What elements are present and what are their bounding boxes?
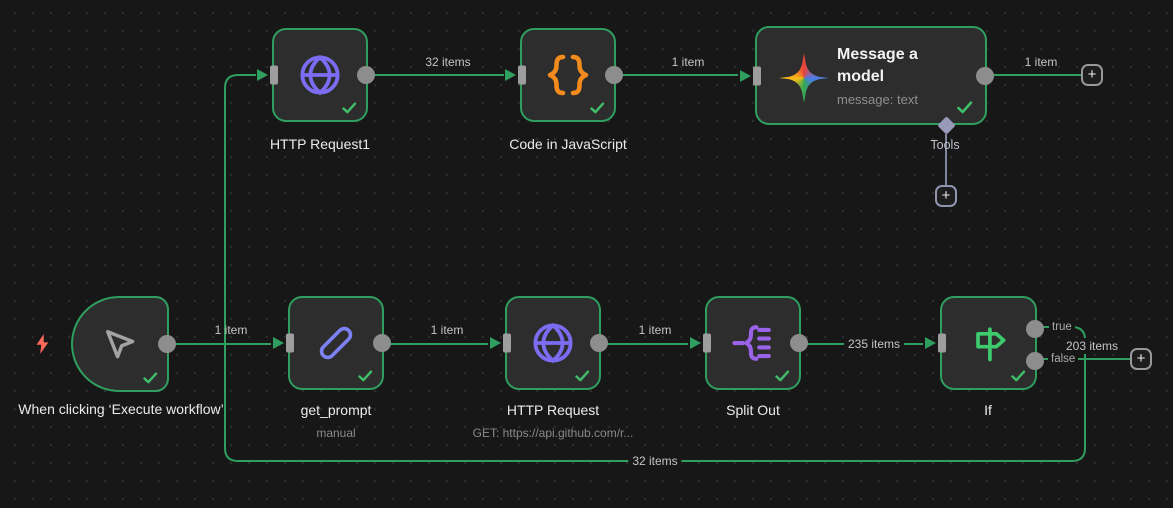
check-icon (143, 372, 158, 384)
edge-label: 32 items (425, 55, 471, 69)
node-if[interactable] (925, 296, 1044, 390)
input-port[interactable] (503, 333, 511, 353)
node-get-prompt[interactable] (273, 296, 391, 390)
add-node-button-false[interactable]: + (1130, 348, 1152, 370)
node-title-if: If (984, 402, 992, 418)
input-port[interactable] (938, 333, 946, 353)
node-message-model[interactable]: Message a model message: text (740, 26, 994, 135)
output-port[interactable] (790, 334, 808, 352)
connection-arrow-icon (690, 337, 701, 349)
connection-arrow-icon (257, 69, 268, 81)
add-node-button-top[interactable]: + (1081, 64, 1103, 86)
edge-label: 1 item (214, 323, 248, 337)
output-port-true[interactable] (1026, 320, 1044, 338)
edge-label: 1 item (671, 55, 705, 69)
output-port[interactable] (590, 334, 608, 352)
check-icon (590, 102, 605, 114)
connection-arrow-icon (740, 69, 751, 82)
node-http-request[interactable] (490, 296, 608, 390)
input-port[interactable] (518, 65, 526, 85)
ai-model-star-icon (779, 53, 829, 103)
output-port-false[interactable] (1026, 352, 1044, 370)
split-out-icon (732, 325, 771, 361)
node-http-request1[interactable] (257, 28, 375, 122)
node-subtitle-get-prompt: manual (316, 426, 356, 440)
connection-arrow-icon (925, 337, 936, 349)
globe-icon (533, 322, 573, 364)
add-tool-button[interactable]: + (935, 185, 957, 207)
output-port[interactable] (158, 335, 176, 353)
node-title-message-model: Message a model (837, 46, 918, 85)
input-port[interactable] (286, 333, 294, 353)
node-title-code: Code in JavaScript (509, 136, 627, 152)
edge-label: 235 items (843, 336, 905, 352)
code-braces-icon (547, 54, 589, 96)
check-icon (957, 101, 973, 114)
input-port[interactable] (270, 65, 278, 85)
input-port[interactable] (753, 66, 761, 85)
output-port[interactable] (976, 66, 994, 85)
mouse-pointer-icon (106, 330, 135, 359)
pencil-icon (319, 326, 353, 360)
edge-label: 1 item (638, 323, 672, 337)
signpost-icon (975, 327, 1005, 362)
connection-arrow-icon (273, 337, 284, 349)
node-title-get-prompt: get_prompt (300, 402, 372, 418)
edge-label: 1 item (1024, 55, 1058, 69)
output-port[interactable] (373, 334, 391, 352)
connection-arrow-icon (505, 69, 516, 81)
check-icon (358, 370, 373, 382)
node-subtitle-message-model: message: text (837, 91, 918, 107)
globe-icon (300, 54, 340, 96)
output-port[interactable] (605, 66, 623, 84)
connection-arrow-icon (490, 337, 501, 349)
node-title-http-request1: HTTP Request1 (269, 136, 371, 152)
edge-label: 32 items (628, 453, 682, 469)
check-icon (775, 370, 790, 382)
node-subtitle-http-request: GET: https://api.github.com/r... (472, 426, 634, 440)
output-port[interactable] (357, 66, 375, 84)
if-output-false-label: false (1048, 352, 1079, 366)
node-code[interactable] (505, 28, 623, 122)
edge-label: 203 items (1061, 338, 1123, 354)
trigger-bolt-icon (36, 334, 49, 354)
check-icon (575, 370, 590, 382)
node-manual-trigger[interactable] (71, 296, 176, 392)
edge-label: 1 item (430, 323, 464, 337)
check-icon (342, 102, 357, 114)
node-title-http-request: HTTP Request (506, 402, 600, 418)
if-output-true-label: true (1049, 320, 1075, 334)
node-split-out[interactable] (690, 296, 808, 390)
tools-connector-label: Tools (930, 138, 960, 152)
check-icon (1011, 370, 1026, 382)
node-title-manual-trigger: When clicking ‘Execute workflow’ (18, 401, 224, 417)
node-title-split-out: Split Out (726, 402, 780, 418)
input-port[interactable] (703, 333, 711, 353)
